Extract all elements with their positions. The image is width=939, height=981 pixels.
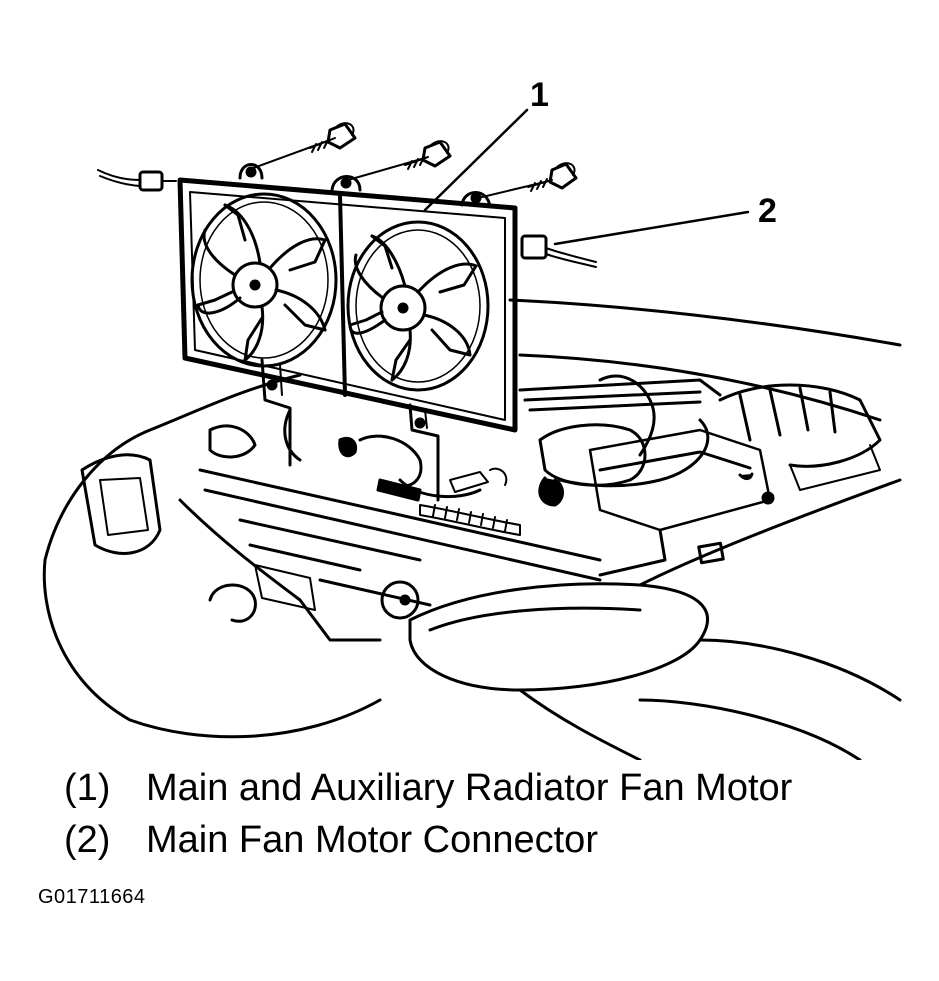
legend: (1) Main and Auxiliary Radiator Fan Moto… xyxy=(64,762,924,866)
figure-id: G01711664 xyxy=(38,886,146,908)
callout-1: 1 xyxy=(530,76,549,114)
legend-item: (2) Main Fan Motor Connector xyxy=(64,814,924,866)
callout-2: 2 xyxy=(758,192,777,230)
main-fan-motor-connector xyxy=(520,234,597,268)
fan-motor-illustration: 1 2 xyxy=(42,76,902,760)
left-harness-connector xyxy=(97,169,177,192)
leader-line-1 xyxy=(423,108,529,212)
legend-label: Main and Auxiliary Radiator Fan Motor xyxy=(146,767,793,809)
legend-number: (2) xyxy=(64,819,111,861)
legend-label: Main Fan Motor Connector xyxy=(146,819,598,861)
vehicle-front-end xyxy=(42,298,902,760)
legend-number: (1) xyxy=(64,767,111,809)
legend-item: (1) Main and Auxiliary Radiator Fan Moto… xyxy=(64,762,924,814)
leader-line-2 xyxy=(553,210,750,246)
main-fan xyxy=(190,192,338,368)
auxiliary-fan xyxy=(346,220,490,392)
mounting-bolts xyxy=(247,122,578,199)
